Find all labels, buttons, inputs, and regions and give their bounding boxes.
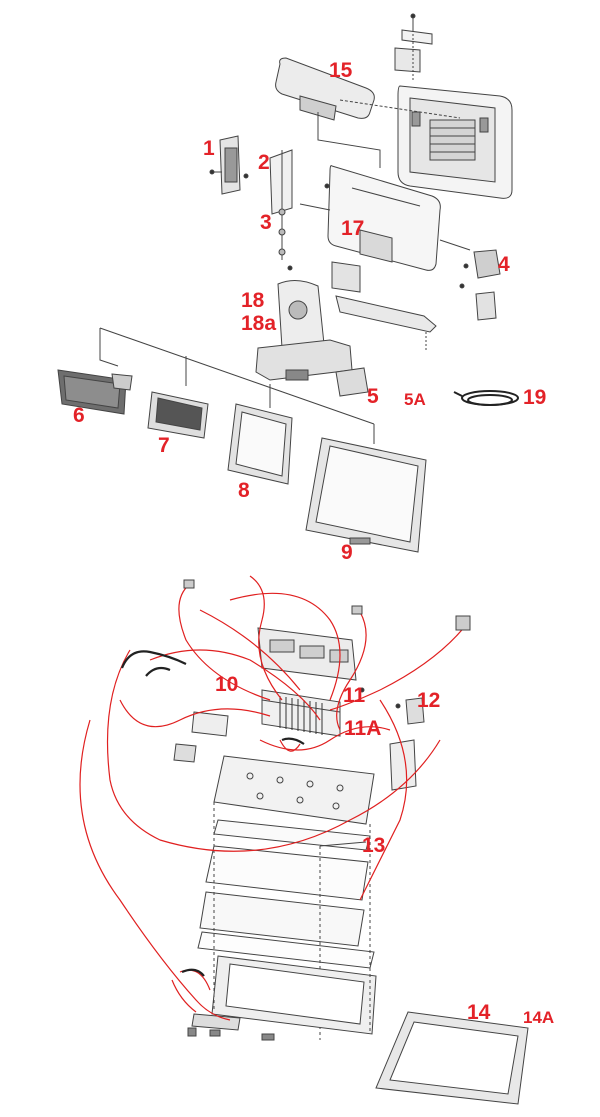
callout-4: 4 bbox=[498, 253, 510, 276]
dark-cables bbox=[120, 650, 305, 977]
callout-6: 6 bbox=[73, 404, 85, 427]
callout-9: 9 bbox=[341, 541, 353, 564]
part-7-small-display bbox=[147, 391, 209, 439]
connector-part bbox=[183, 579, 471, 631]
part-15-top-bar bbox=[275, 57, 375, 121]
part-17-chassis bbox=[324, 165, 441, 271]
callout-19: 19 bbox=[523, 386, 547, 409]
callout-12: 12 bbox=[417, 689, 441, 712]
part-1-bracket bbox=[209, 135, 249, 195]
callout-15: 15 bbox=[329, 59, 353, 82]
part-18-stand bbox=[255, 265, 353, 381]
callout-10: 10 bbox=[215, 673, 239, 696]
part-12-bracket bbox=[395, 697, 425, 725]
callout-17: 17 bbox=[341, 217, 365, 240]
callout-18a: 18a bbox=[241, 312, 277, 335]
callout-5: 5 bbox=[367, 385, 379, 408]
top-bracket-part bbox=[394, 13, 433, 80]
callout-18: 18 bbox=[241, 289, 265, 312]
part-6-customer-display bbox=[57, 369, 133, 415]
callout-2: 2 bbox=[258, 151, 270, 174]
part-5-power-supply bbox=[335, 367, 369, 397]
front-bezel-part bbox=[187, 955, 377, 1041]
callout-3: 3 bbox=[260, 211, 272, 234]
callout-13: 13 bbox=[362, 834, 386, 857]
callout-8: 8 bbox=[238, 479, 250, 502]
callout-7: 7 bbox=[158, 434, 170, 457]
io-panel-part bbox=[257, 627, 365, 693]
part-13-panel-stack bbox=[197, 819, 375, 1040]
callout-11A: 11A bbox=[344, 717, 382, 740]
part-9-large-display bbox=[305, 437, 427, 553]
part-8-display bbox=[227, 403, 293, 485]
part-4-module bbox=[439, 239, 501, 321]
part-11-main-board bbox=[261, 689, 341, 737]
rear-housing-part bbox=[397, 85, 513, 199]
part-19-cable bbox=[453, 390, 519, 406]
right-bracket-part bbox=[389, 739, 417, 791]
callout-11: 11 bbox=[343, 684, 366, 707]
part-2-3-rail bbox=[269, 149, 293, 260]
callout-1: 1 bbox=[203, 137, 215, 160]
base-tray-part bbox=[213, 755, 375, 825]
left-module-part bbox=[191, 711, 229, 737]
callout-14A: 14A bbox=[523, 1008, 555, 1027]
chassis-bottom-bar bbox=[335, 295, 437, 333]
callout-5A: 5A bbox=[404, 390, 426, 409]
part-14-bezel bbox=[375, 1011, 529, 1105]
cable-harness bbox=[79, 575, 471, 1021]
callout-14: 14 bbox=[467, 1001, 491, 1024]
